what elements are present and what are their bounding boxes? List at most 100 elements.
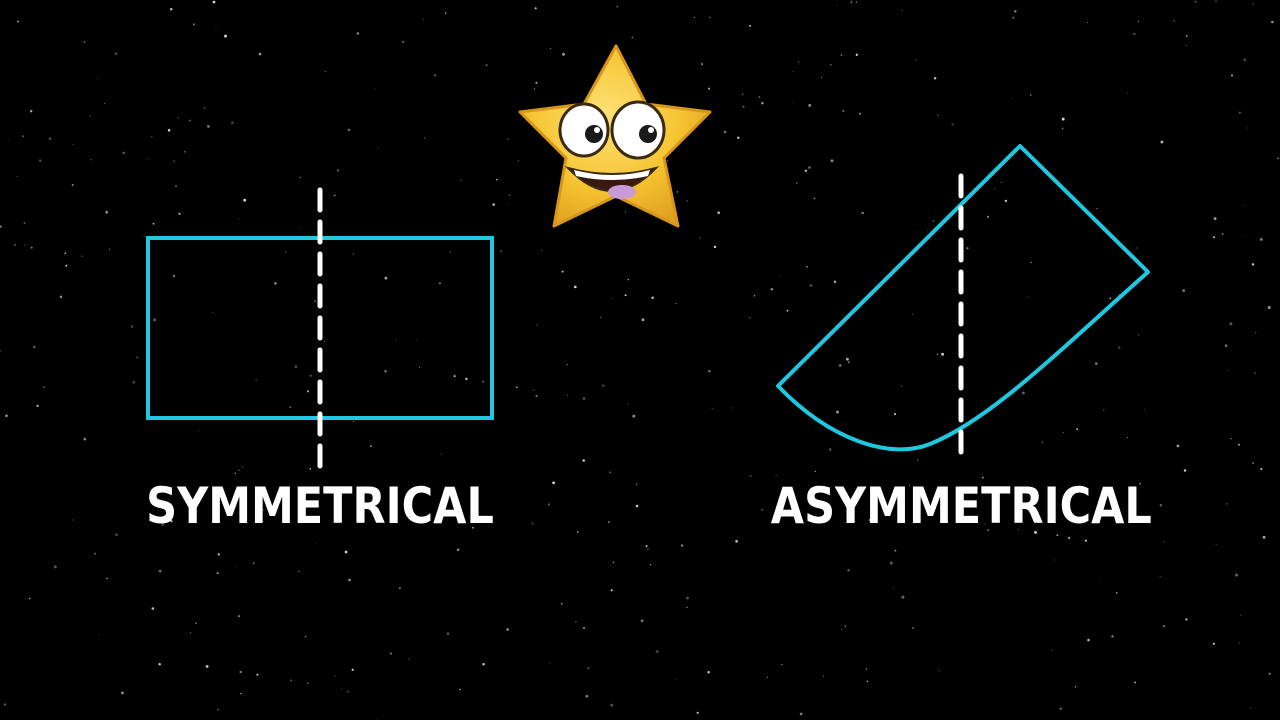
background-star-dot [624,294,627,297]
background-star-dot [761,508,764,511]
background-star-dot [422,19,424,21]
background-star-dot [1235,573,1238,577]
background-star-dot [449,251,451,253]
background-star-dot [700,62,704,66]
background-star-dot [42,386,45,389]
background-star-dot [1182,289,1186,292]
background-star-dot [809,284,813,287]
background-star-dot [289,406,292,409]
background-star-dot [324,340,325,342]
background-star-dot [224,34,227,38]
background-star-dot [1255,332,1257,334]
background-star-dot [927,229,929,231]
background-star-dot [1185,34,1188,38]
background-star-dot [713,245,717,249]
background-star-dot [444,12,447,14]
background-star-dot [808,166,811,169]
background-star-dot [531,522,534,525]
background-star-dot [1215,0,1217,3]
background-star-dot [666,160,669,162]
background-star-dot [1137,20,1140,23]
background-star-dot [1096,207,1098,210]
background-star-dot [136,356,138,359]
background-star-dot [506,628,509,631]
background-star-dot [855,53,858,56]
background-star-dot [1176,444,1180,448]
background-star-dot [981,476,984,479]
background-star-dot [767,676,769,678]
background-star-dot [1011,97,1013,99]
background-star-dot [582,397,586,400]
background-star-dot [640,619,644,623]
background-star-dot [1185,44,1187,46]
background-star-dot [708,369,711,373]
background-star-dot [299,176,302,179]
background-star-dot [1160,140,1164,144]
background-star-dot [36,404,39,408]
background-star-dot [8,139,10,141]
background-star-dot [1067,493,1070,496]
background-star-dot [274,282,277,285]
background-star-dot [680,544,684,547]
background-star-dot [334,194,336,196]
background-star-dot [1238,443,1240,446]
background-star-dot [813,197,816,200]
background-star-dot [566,364,568,366]
background-star-dot [937,114,939,116]
background-star-dot [566,395,568,397]
background-star-dot [169,7,173,11]
background-star-dot [549,662,551,664]
background-star-dot [189,632,191,634]
background-star-dot [24,244,26,246]
background-star-dot [780,276,782,278]
background-star-dot [89,115,91,117]
background-star-dot [353,420,355,423]
background-star-dot [1115,592,1118,594]
background-star-dot [1268,672,1271,675]
background-star-dot [347,128,351,132]
background-star-dot [189,119,191,122]
background-star-dot [535,395,538,398]
background-star-dot [72,143,74,146]
background-star-dot [440,505,444,508]
background-star-dot [298,226,300,228]
background-star-dot [1159,503,1163,507]
background-star-dot [1226,503,1228,505]
background-star-dot [384,276,388,280]
background-star-dot [93,552,97,555]
background-star-dot [198,430,200,432]
background-star-dot [574,285,577,289]
background-star-dot [492,203,496,206]
background-star-dot [290,679,292,682]
background-star-dot [456,548,460,552]
background-star-dot [1061,127,1064,130]
background-star-dot [833,280,837,284]
background-star-dot [735,539,738,543]
background-star-dot [707,87,711,90]
background-star-dot [1133,32,1136,36]
background-star-dot [1103,409,1105,411]
background-star-dot [552,481,556,485]
background-star-dot [344,550,348,554]
background-star-dot [610,589,613,592]
background-star-dot [258,52,262,56]
background-star-dot [761,102,764,105]
background-star-dot [419,367,421,368]
background-star-dot [844,625,846,627]
background-star-dot [324,70,326,72]
background-star-dot [98,633,100,635]
background-star-dot [177,117,179,119]
background-star-dot [1240,614,1242,616]
asymmetrical-shape [776,144,1150,452]
background-star-dot [500,250,502,252]
background-star-dot [465,377,468,381]
background-star-dot [562,52,565,56]
background-star-dot [352,253,355,255]
background-star-dot [901,595,905,599]
background-star-dot [23,222,26,225]
background-star-dot [699,237,701,239]
background-star-dot [377,147,379,149]
background-star-dot [1067,536,1071,540]
background-star-dot [534,7,537,10]
